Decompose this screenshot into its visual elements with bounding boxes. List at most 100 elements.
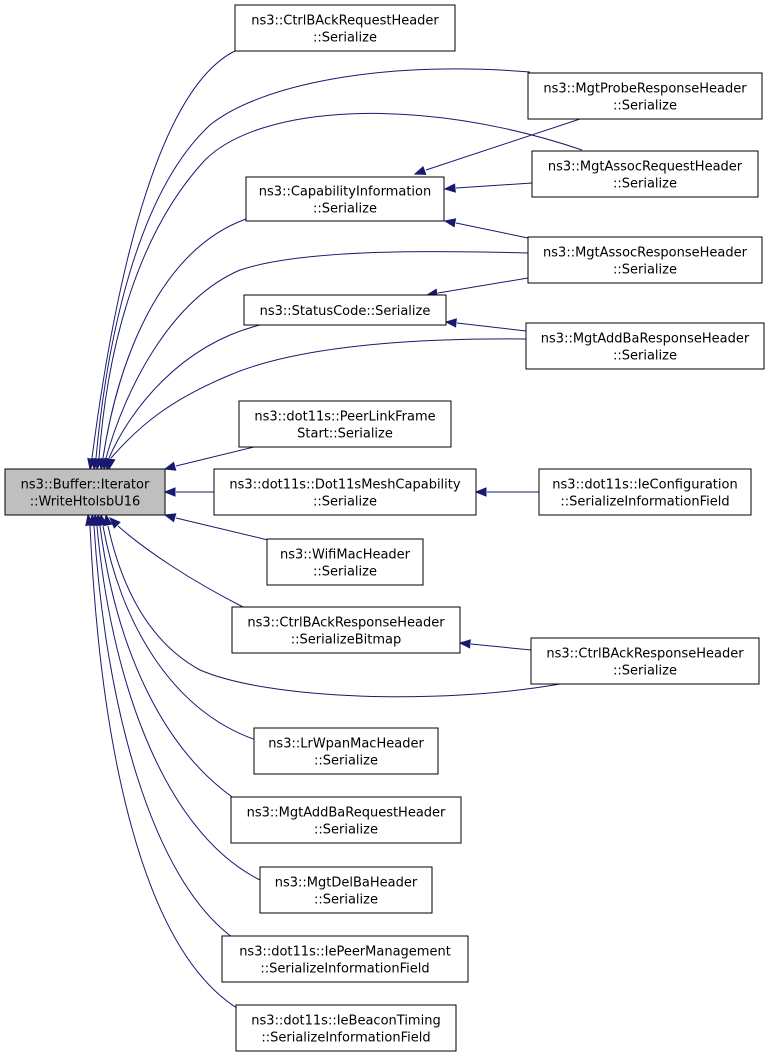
arrowhead xyxy=(474,487,487,497)
node-peerlink[interactable]: ns3::dot11s::PeerLinkFrameStart::Seriali… xyxy=(238,400,452,448)
node-box xyxy=(234,4,456,52)
node-label-line: ns3::MgtDelBaHeader xyxy=(275,876,418,891)
node-addba-resp[interactable]: ns3::MgtAddBaResponseHeader::Serialize xyxy=(525,322,765,370)
arrowhead xyxy=(458,639,471,649)
node-label-line: ns3::CtrlBAckResponseHeader xyxy=(546,647,744,662)
edge-line xyxy=(96,525,261,881)
edge-line xyxy=(425,118,581,171)
edge-line xyxy=(437,277,529,294)
edge-line xyxy=(98,112,583,459)
edge-peerlink-to-root xyxy=(163,445,259,471)
node-ctrlback-req[interactable]: ns3::CtrlBAckRequestHeader::Serialize xyxy=(234,4,456,52)
node-label-line: ns3::MgtAssocRequestHeader xyxy=(548,160,743,175)
node-box xyxy=(527,236,763,284)
node-label-line: ::Serialize xyxy=(613,177,677,192)
node-wifimac[interactable]: ns3::WifiMacHeader::Serialize xyxy=(266,538,424,586)
node-label-line: ns3::StatusCode::Serialize xyxy=(260,304,431,319)
node-label-line: ::Serialize xyxy=(313,495,377,510)
edge-line xyxy=(110,338,527,459)
node-root[interactable]: ns3::Buffer::Iterator::WriteHtolsbU16 xyxy=(4,468,166,516)
node-label-line: ns3::Buffer::Iterator xyxy=(21,478,150,493)
node-label-line: ns3::CapabilityInformation xyxy=(259,185,431,200)
node-box xyxy=(525,322,765,370)
node-status[interactable]: ns3::StatusCode::Serialize xyxy=(243,294,447,326)
edge-ctrlback-resp-to-ctrlback-resp-bitmap xyxy=(458,639,532,651)
node-label-line: ::Serialize xyxy=(314,754,378,769)
node-delba[interactable]: ns3::MgtDelBaHeader::Serialize xyxy=(259,866,433,914)
node-probe-resp[interactable]: ns3::MgtProbeResponseHeader::Serialize xyxy=(527,72,763,120)
node-beacon[interactable]: ns3::dot11s::IeBeaconTiming::SerializeIn… xyxy=(235,1004,457,1052)
node-label-line: ::Serialize xyxy=(613,349,677,364)
node-label-line: ns3::dot11s::Dot11sMeshCapability xyxy=(229,478,460,493)
nodes: ns3::Buffer::Iterator::WriteHtolsbU16ns3… xyxy=(4,4,765,1052)
node-box xyxy=(266,538,424,586)
node-peermgmt[interactable]: ns3::dot11s::IePeerManagement::Serialize… xyxy=(221,935,469,983)
node-label-line: ::SerializeInformationField xyxy=(260,962,429,977)
node-assoc-req[interactable]: ns3::MgtAssocRequestHeader::Serialize xyxy=(531,150,759,198)
node-label-line: ns3::dot11s::PeerLinkFrame xyxy=(254,410,435,425)
node-label-line: ns3::WifiMacHeader xyxy=(280,548,411,563)
edges xyxy=(85,49,583,1011)
node-box xyxy=(245,176,445,222)
edge-line xyxy=(470,643,532,651)
node-ctrlback-resp[interactable]: ns3::CtrlBAckResponseHeader::Serialize xyxy=(530,637,760,685)
edge-probe-resp-to-capability xyxy=(413,118,581,175)
edge-line xyxy=(455,222,529,239)
node-label-line: ::Serialize xyxy=(613,664,677,679)
edge-ctrlback-req-to-root xyxy=(87,49,238,471)
edge-line xyxy=(91,49,238,459)
edge-line xyxy=(105,251,529,459)
edge-assoc-req-to-capability xyxy=(443,182,533,193)
arrowhead xyxy=(106,457,116,471)
node-box xyxy=(243,294,447,326)
node-box xyxy=(253,727,439,775)
node-meshcap[interactable]: ns3::dot11s::Dot11sMeshCapability::Seria… xyxy=(213,468,477,516)
node-label-line: ::SerializeInformationField xyxy=(261,1031,430,1046)
node-assoc-resp[interactable]: ns3::MgtAssocResponseHeader::Serialize xyxy=(527,236,763,284)
edge-assoc-resp-to-capability xyxy=(443,218,529,239)
node-box xyxy=(235,1004,457,1052)
node-addba-req[interactable]: ns3::MgtAddBaRequestHeader::Serialize xyxy=(230,796,462,844)
node-capability[interactable]: ns3::CapabilityInformation::Serialize xyxy=(245,176,445,222)
node-ieconfig[interactable]: ns3::dot11s::IeConfiguration::SerializeI… xyxy=(538,468,752,516)
arrowhead xyxy=(163,461,177,471)
arrowhead xyxy=(413,165,427,175)
node-label-line: ns3::dot11s::IeConfiguration xyxy=(552,478,737,493)
edge-line xyxy=(455,182,533,189)
node-label-line: ::SerializeBitmap xyxy=(291,633,402,648)
node-label-line: ns3::dot11s::IePeerManagement xyxy=(239,945,451,960)
edge-line xyxy=(117,525,244,608)
edge-ieconfig-to-meshcap xyxy=(474,487,539,497)
node-label-line: ns3::CtrlBAckRequestHeader xyxy=(251,14,439,29)
edge-wifimac-to-root xyxy=(163,513,269,541)
edge-line xyxy=(102,525,257,741)
edge-ctrlback-resp-bitmap-to-root xyxy=(109,517,244,608)
edge-line xyxy=(456,322,527,332)
arrowhead xyxy=(443,183,456,193)
node-ctrlback-resp-bitmap[interactable]: ns3::CtrlBAckResponseHeader::SerializeBi… xyxy=(231,606,461,654)
node-box xyxy=(530,637,760,685)
node-box xyxy=(538,468,752,516)
node-box xyxy=(531,150,759,198)
edge-line xyxy=(99,525,257,813)
node-box xyxy=(221,935,469,983)
node-label-line: ::WriteHtolsbU16 xyxy=(30,495,141,510)
edge-line xyxy=(93,525,237,941)
node-label-line: ::Serialize xyxy=(313,31,377,46)
node-label-line: ns3::MgtAddBaResponseHeader xyxy=(541,332,750,347)
edge-line xyxy=(107,525,561,698)
arrowhead xyxy=(109,517,121,529)
node-label-line: ::Serialize xyxy=(613,263,677,278)
edge-line xyxy=(175,445,259,467)
arrowhead xyxy=(85,513,95,527)
edge-line xyxy=(108,324,261,459)
edge-line xyxy=(89,525,241,1011)
edge-capability-to-root xyxy=(98,218,247,471)
edge-beacon-to-root xyxy=(85,513,241,1011)
edge-assoc-resp-to-status xyxy=(425,277,529,298)
node-label-line: ns3::CtrlBAckResponseHeader xyxy=(247,616,445,631)
node-lrwpan[interactable]: ns3::LrWpanMacHeader::Serialize xyxy=(253,727,439,775)
node-box xyxy=(259,866,433,914)
edge-addba-req-to-root xyxy=(95,513,257,813)
node-label-line: ns3::MgtAddBaRequestHeader xyxy=(247,806,446,821)
